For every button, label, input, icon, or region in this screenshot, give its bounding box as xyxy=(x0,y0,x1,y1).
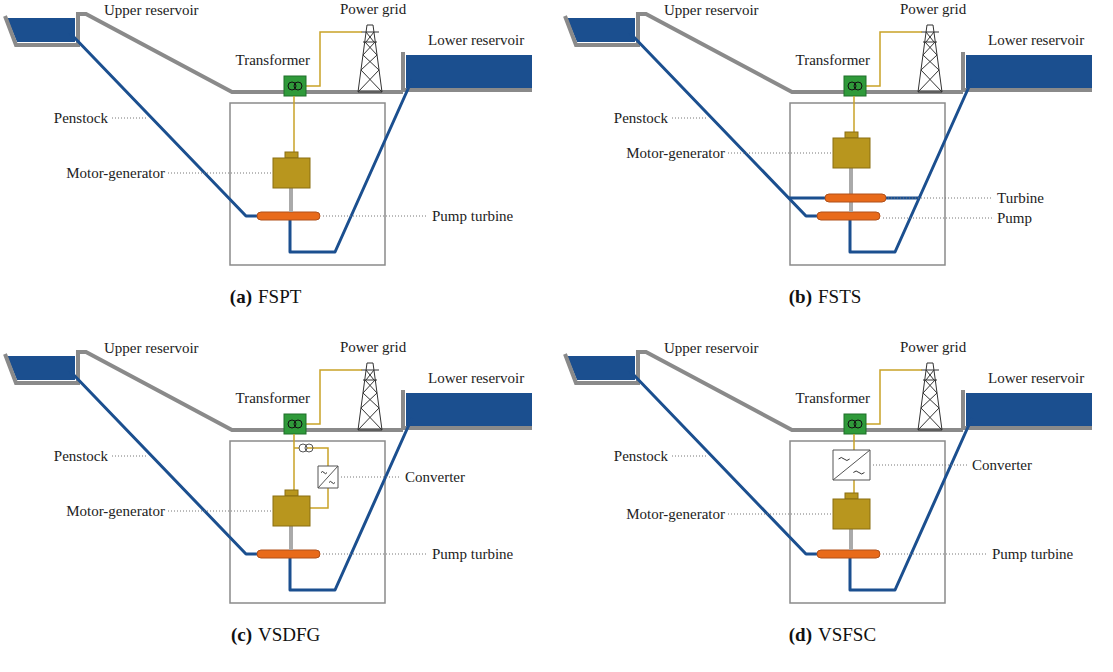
caption-letter: (b) xyxy=(789,286,812,308)
part-label: Transformer xyxy=(796,390,870,407)
part-label: Transformer xyxy=(236,390,310,407)
part-label: Pump turbine xyxy=(432,208,513,225)
part-label: Converter xyxy=(972,457,1032,474)
part-label: Motor-generator xyxy=(626,506,725,523)
part-label: Lower reservoir xyxy=(988,32,1084,49)
part-label: Lower reservoir xyxy=(428,370,524,387)
part-label: Converter xyxy=(405,469,465,486)
caption-letter: (a) xyxy=(230,286,252,308)
caption-title: VSFSC xyxy=(818,624,876,646)
part-label: Transformer xyxy=(236,52,310,69)
part-label: Pump turbine xyxy=(992,546,1073,563)
part-label: Turbine xyxy=(997,190,1044,207)
part-label: Upper reservoir xyxy=(104,340,199,357)
part-label: Lower reservoir xyxy=(988,370,1084,387)
vsdfg-panel xyxy=(5,352,532,603)
part-label: Pump xyxy=(997,210,1032,227)
fsts-panel xyxy=(565,14,1092,265)
part-label: Penstock xyxy=(54,110,108,127)
caption-letter: (c) xyxy=(231,624,252,646)
fspt-panel xyxy=(5,14,532,265)
part-label: Motor-generator xyxy=(626,145,725,162)
part-label: Upper reservoir xyxy=(664,2,759,19)
part-label: Motor-generator xyxy=(66,165,165,182)
part-label: Penstock xyxy=(54,448,108,465)
part-label: Motor-generator xyxy=(66,503,165,520)
caption-title: VSDFG xyxy=(258,624,320,646)
caption-title: FSPT xyxy=(258,286,301,308)
caption-letter: (d) xyxy=(789,624,812,646)
part-label: Penstock xyxy=(614,110,668,127)
part-label: Power grid xyxy=(900,1,966,18)
part-label: Power grid xyxy=(340,339,406,356)
part-label: Pump turbine xyxy=(432,546,513,563)
part-label: Power grid xyxy=(340,1,406,18)
vsfsc-panel xyxy=(565,352,1092,603)
part-label: Power grid xyxy=(900,339,966,356)
part-label: Lower reservoir xyxy=(428,32,524,49)
caption-title: FSTS xyxy=(818,286,861,308)
part-label: Transformer xyxy=(796,52,870,69)
part-label: Upper reservoir xyxy=(104,2,199,19)
part-label: Penstock xyxy=(614,448,668,465)
part-label: Upper reservoir xyxy=(664,340,759,357)
